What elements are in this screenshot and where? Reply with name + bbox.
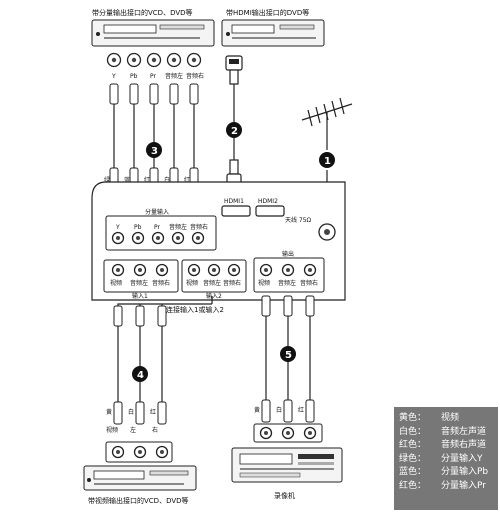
legend-row: 蓝色： 分量输入Pb [399, 466, 494, 480]
bl-plug-red: 红 [150, 408, 156, 416]
legend-row: 白色： 音频左声道 [399, 426, 494, 440]
bl-side-left: 左 [130, 426, 136, 434]
plug-label-green: 绿 [104, 176, 110, 184]
legend-meaning: 分量输入Pr [441, 480, 486, 491]
out-jack-video: 视频 [258, 279, 270, 287]
step-marker-1: 1 [319, 152, 335, 168]
legend-meaning: 音频右声道 [441, 440, 487, 450]
bl-plug-white: 白 [128, 408, 134, 416]
br-plug-red: 红 [298, 406, 304, 414]
out-jack-audio-right: 音频右 [300, 279, 318, 287]
hdmi2-label: HDMI2 [258, 198, 278, 205]
component-jack-audio-right: 音频右 [190, 223, 208, 231]
component-jack-y: Y [115, 224, 120, 231]
br-plug-yellow: 黄 [254, 406, 260, 414]
video-output-jacks [105, 441, 173, 463]
component-output-jacks [106, 52, 202, 68]
legend-row: 黄色： 视频 [399, 412, 494, 426]
plug-label-blue: 蓝 [124, 176, 130, 184]
av-input-cables [113, 296, 213, 425]
legend-meaning: 视频 [441, 413, 460, 423]
legend-meaning: 分量输入Pb [441, 467, 489, 477]
vcr-input-jacks [253, 423, 323, 443]
device-vcr-label: 录像机 [274, 491, 295, 500]
svg-text:5: 5 [285, 350, 292, 361]
step-marker-3: 3 [146, 142, 162, 158]
legend-color: 绿色： [399, 453, 427, 464]
av1-jack-audio-right: 音频右 [152, 279, 170, 287]
plug-label-white: 白 [164, 176, 170, 184]
legend-meaning: 分量输入Y [441, 453, 483, 464]
component-jack-pb: Pb [134, 224, 142, 231]
av-input-2-panel [181, 259, 247, 293]
step-marker-4: 4 [132, 366, 148, 382]
svg-text:4: 4 [137, 370, 144, 381]
av-output-cables [261, 295, 315, 423]
av-output-panel [253, 257, 325, 293]
av-out-title: 输出 [282, 250, 294, 258]
output-label-audio-right: 音频右 [186, 72, 204, 80]
plug-label-red-right: 红 [184, 176, 190, 184]
component-jack-audio-left: 音频左 [169, 223, 187, 231]
plug-label-red-pr: 红 [144, 176, 150, 184]
device-video-dvd [83, 465, 197, 491]
component-cables [109, 83, 199, 191]
device-component-dvd-label: 带分量输出接口的VCD、DVD等 [92, 8, 193, 17]
device-vcr [231, 447, 343, 483]
av1-jack-audio-left: 音频左 [130, 279, 148, 287]
hdmi1-label: HDMI1 [224, 198, 244, 205]
av2-jack-audio-left: 音频左 [203, 279, 221, 287]
legend-color: 白色： [399, 426, 427, 437]
legend-meaning: 音频左声道 [441, 426, 487, 437]
av2-jack-video: 视频 [186, 279, 198, 287]
step-marker-5: 5 [280, 346, 296, 362]
av1-jack-video: 视频 [110, 279, 122, 287]
av2-title: 输入2 [206, 292, 222, 300]
legend-color: 红色： [399, 480, 427, 491]
bl-side-video: 视频 [106, 426, 118, 434]
output-label-audio-left: 音频左 [165, 72, 183, 80]
device-hdmi-dvd-label: 带HDMI输出接口的DVD等 [226, 8, 309, 17]
component-jack-pr: Pr [154, 224, 161, 231]
component-input-title: 分量输入 [145, 208, 169, 216]
legend-row: 红色： 分量输入Pr [399, 480, 494, 494]
output-label-pr: Pr [150, 73, 157, 80]
av-input-1-panel [103, 259, 179, 293]
output-label-y: Y [111, 73, 116, 80]
device-hdmi-dvd [221, 19, 325, 47]
out-jack-audio-left: 音频左 [278, 279, 296, 287]
av2-jack-audio-right: 音频右 [223, 279, 241, 287]
svg-text:2: 2 [231, 126, 238, 137]
legend-color: 黄色： [399, 413, 427, 423]
legend-color: 蓝色： [399, 467, 427, 477]
legend-row: 红色： 音频右声道 [399, 439, 494, 453]
legend-color: 红色： [399, 440, 427, 450]
br-plug-white: 白 [276, 406, 282, 414]
component-input-panel [105, 215, 217, 251]
legend-row: 绿色： 分量输入Y [399, 453, 494, 467]
av1-title: 输入1 [132, 292, 148, 300]
bl-plug-yellow: 黄 [106, 408, 112, 416]
svg-text:1: 1 [324, 156, 331, 167]
step-marker-2: 2 [226, 122, 242, 138]
color-legend: 黄色： 视频 白色： 音频左声道 红色： 音频右声道 绿色： 分量输入Y 蓝色：… [394, 407, 498, 510]
output-label-pb: Pb [130, 73, 138, 80]
connection-label: 连接输入1或输入2 [166, 305, 224, 314]
antenna-label: 天线 75Ω [285, 216, 312, 224]
device-component-dvd [91, 19, 215, 47]
bl-side-right: 右 [152, 426, 158, 434]
device-video-dvd-label: 带视频输出接口的VCD、DVD等 [88, 496, 189, 505]
svg-text:3: 3 [151, 146, 158, 157]
